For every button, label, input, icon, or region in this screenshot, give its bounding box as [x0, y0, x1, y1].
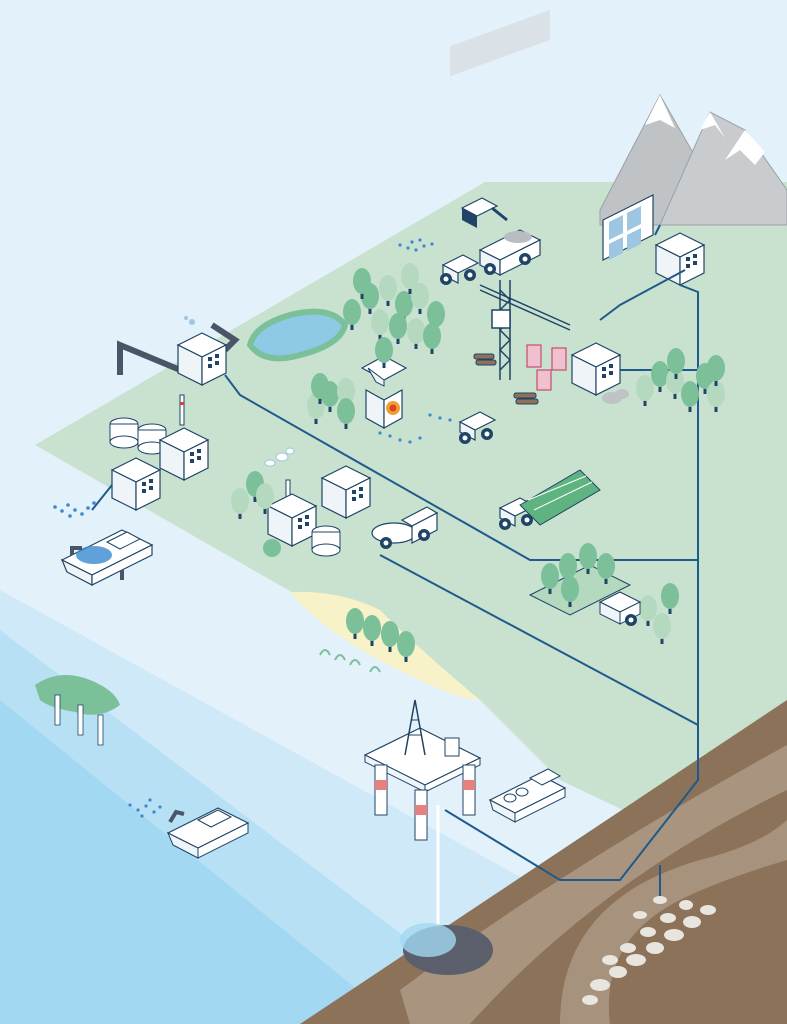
storage-tank-icon	[312, 526, 340, 556]
capture-unit-left	[112, 458, 160, 510]
cement-plant	[572, 343, 620, 395]
co2-plume	[400, 923, 456, 957]
storage-hub-mountain	[656, 233, 704, 285]
compression-station	[322, 466, 370, 518]
